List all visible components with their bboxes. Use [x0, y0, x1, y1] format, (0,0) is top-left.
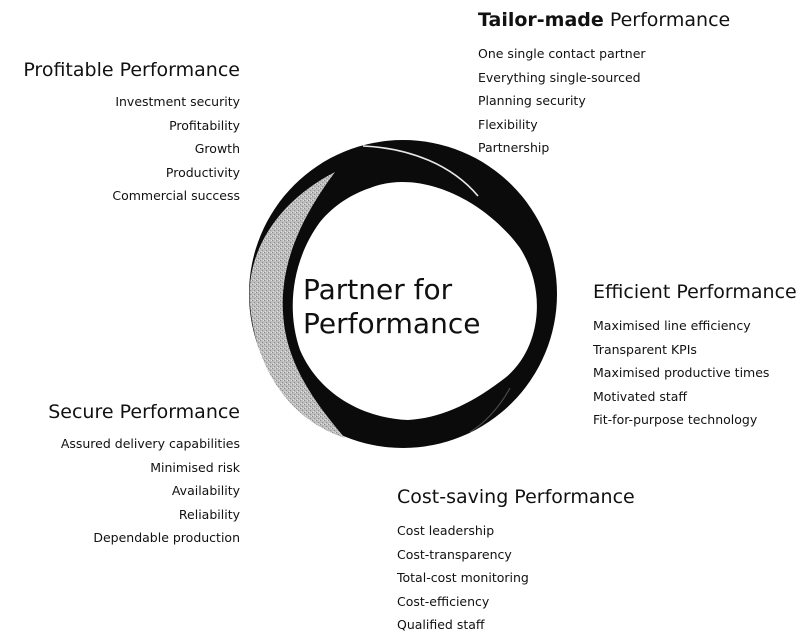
- tailor-made-title-rest: Performance: [603, 9, 731, 31]
- list-item: Cost leadership: [397, 523, 495, 538]
- efficient-list: Maximised line efficiency Transparent KP…: [593, 314, 797, 432]
- list-item: Cost-transparency: [397, 546, 512, 562]
- list-item: Everything single-sourced: [478, 69, 641, 85]
- list-item: Fit-for-purpose technology: [593, 412, 758, 427]
- list-item: Cost-efficiency: [397, 593, 490, 609]
- tailor-made-block: Tailor-made Performance One single conta…: [478, 8, 730, 160]
- cost-saving-title: Cost-saving Performance: [397, 486, 635, 508]
- list-item: Flexibility: [478, 116, 538, 132]
- list-item: Transparent KPIs: [593, 341, 697, 357]
- ring-grey-segment: [249, 172, 345, 438]
- list-item: Minimised risk: [150, 459, 240, 475]
- list-item: Motivated staff: [593, 388, 688, 404]
- list-item: Maximised productive times: [593, 365, 770, 380]
- list-item: Maximised line efficiency: [593, 318, 751, 333]
- list-item: One single contact partner: [478, 46, 646, 61]
- tailor-made-list: One single contact partner Everything si…: [478, 42, 730, 160]
- profitable-block: Profitable Performance Investment securi…: [23, 58, 240, 208]
- cost-saving-list: Cost leadership Cost-transparency Total-…: [397, 519, 635, 637]
- efficient-block: Efficient Performance Maximised line eff…: [593, 280, 797, 432]
- ring-highlight-right: [469, 387, 511, 433]
- list-item: Planning security: [478, 93, 586, 108]
- list-item: Growth: [194, 141, 240, 156]
- tailor-made-title: Tailor-made Performance: [478, 8, 730, 32]
- list-item: Investment security: [115, 94, 240, 109]
- list-item: Total-cost monitoring: [397, 570, 529, 585]
- list-item: Assured delivery capabilities: [60, 436, 240, 451]
- secure-block: Secure Performance Assured delivery capa…: [48, 400, 240, 550]
- tailor-made-title-bold: Tailor-made: [478, 9, 604, 31]
- profitable-title: Profitable Performance: [23, 59, 240, 81]
- center-label-line1: Partner for: [303, 273, 453, 306]
- profitable-list: Investment security Profitability Growth…: [23, 90, 240, 208]
- list-item: Reliability: [178, 506, 240, 522]
- secure-title: Secure Performance: [48, 401, 240, 423]
- list-item: Profitability: [169, 117, 240, 133]
- center-label: Partner for Performance: [303, 273, 499, 341]
- secure-list: Assured delivery capabilities Minimised …: [48, 432, 240, 550]
- center-label-line2: Performance: [303, 307, 481, 340]
- list-item: Qualified staff: [397, 617, 485, 632]
- ring-highlight-top: [362, 145, 479, 197]
- efficient-title: Efficient Performance: [593, 281, 797, 303]
- cost-saving-block: Cost-saving Performance Cost leadership …: [397, 485, 635, 637]
- list-item: Productivity: [165, 164, 240, 180]
- list-item: Commercial success: [112, 188, 240, 203]
- ring-center-hole: [292, 181, 537, 420]
- list-item: Partnership: [478, 140, 550, 155]
- list-item: Availability: [171, 483, 240, 498]
- list-item: Dependable production: [93, 530, 240, 545]
